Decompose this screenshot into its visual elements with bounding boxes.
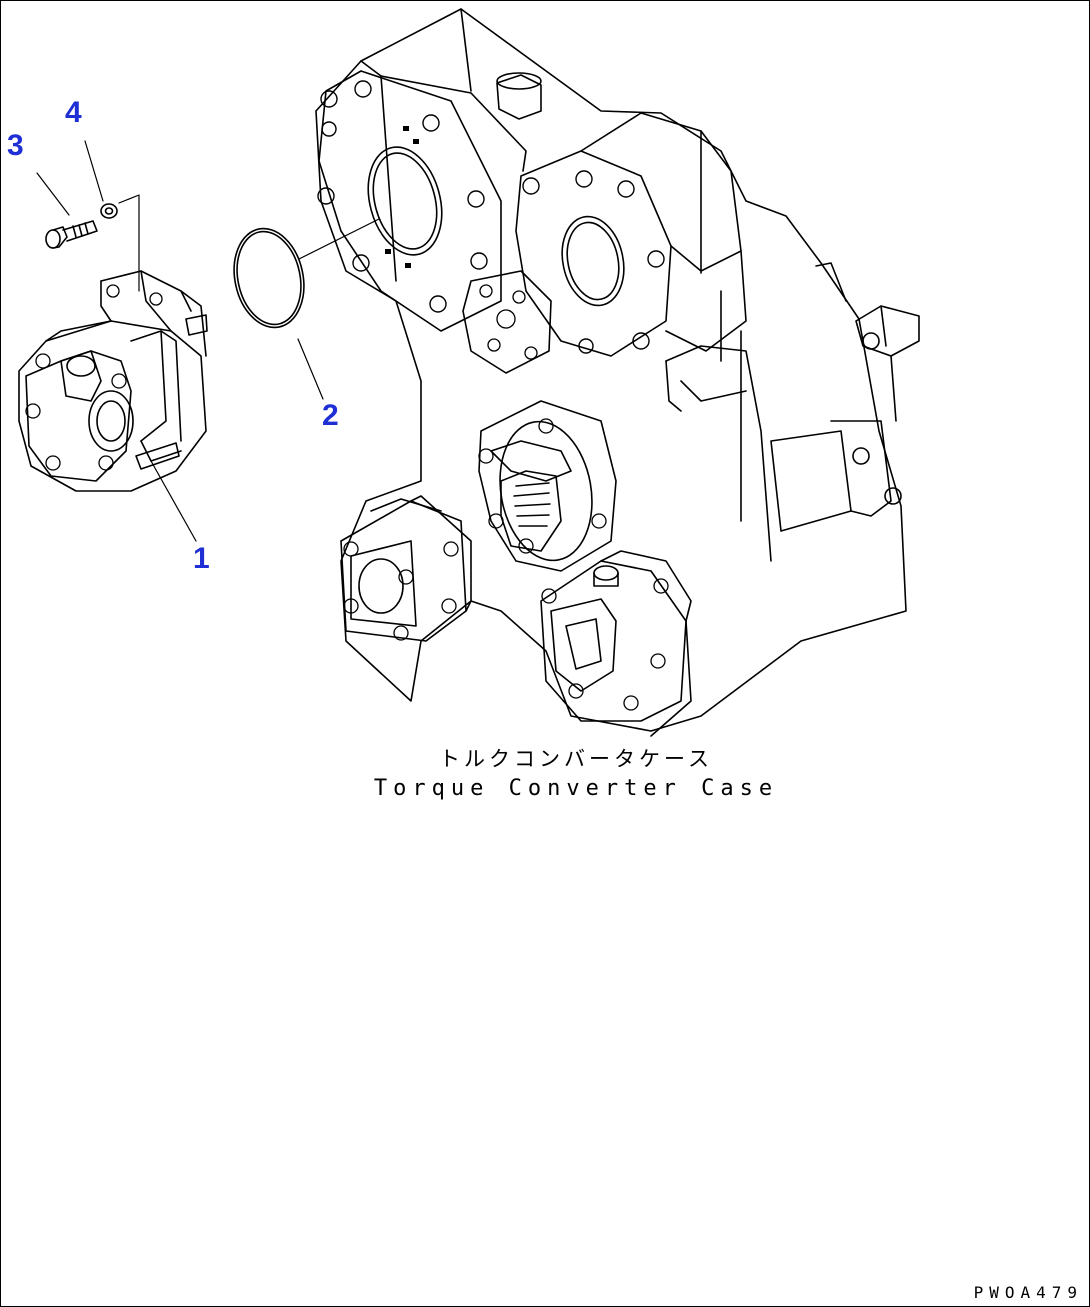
callout-3: 3 — [7, 129, 24, 162]
callout-2: 2 — [322, 399, 339, 432]
callout-4: 4 — [65, 96, 82, 129]
washer-icon — [100, 203, 118, 219]
bolt-icon — [45, 220, 98, 249]
caption-japanese: トルクコンバータケース — [439, 747, 713, 771]
pump-icon — [18, 270, 208, 492]
torque-converter-case-icon — [315, 8, 920, 737]
leader-lines — [36, 140, 324, 542]
o-ring-icon — [233, 227, 305, 329]
callout-1: 1 — [193, 542, 210, 575]
drawing-code: PWOA479 — [973, 1283, 1083, 1302]
caption-english: Torque Converter Case — [373, 776, 779, 801]
